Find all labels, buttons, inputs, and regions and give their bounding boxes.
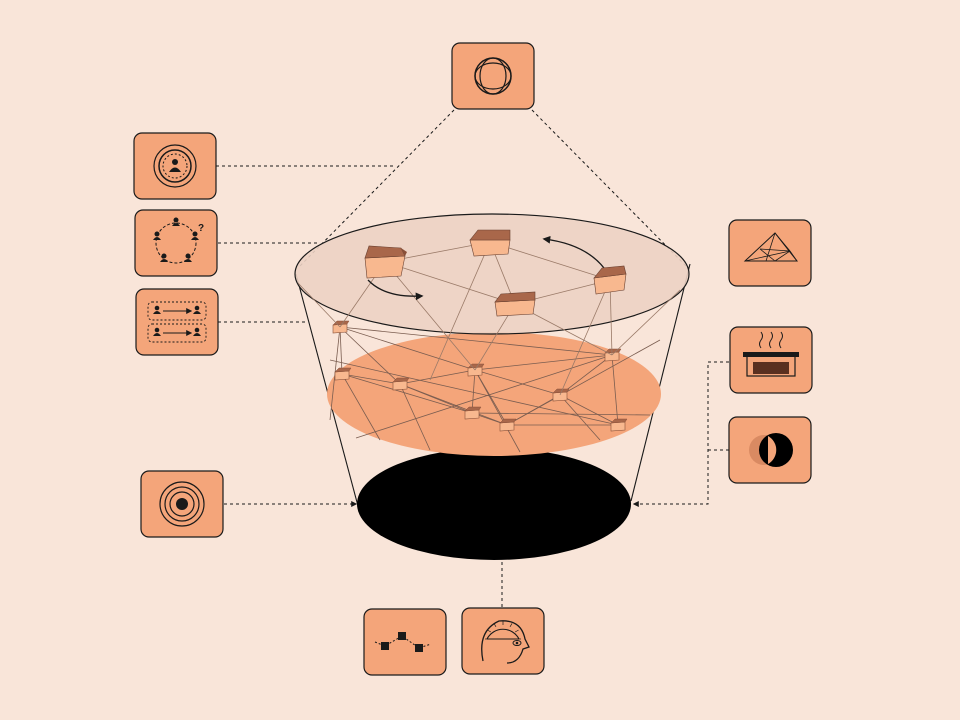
funnel-sides	[295, 263, 691, 507]
lower-node	[552, 388, 570, 402]
lower-node	[332, 320, 350, 334]
lower-node	[467, 363, 485, 377]
connector-top-right	[531, 109, 689, 269]
lower-node	[604, 348, 622, 362]
person-in-rings-icon	[133, 132, 217, 200]
head-with-protractor-icon	[461, 607, 545, 675]
top-disk	[294, 213, 690, 335]
top-node-3	[593, 265, 627, 295]
connector-lines	[216, 109, 729, 608]
top-node-2	[469, 229, 511, 257]
top-node-4	[494, 291, 536, 317]
lower-node	[610, 418, 628, 432]
triangulated-mesh-icon	[728, 219, 812, 287]
connector-right-bracket	[632, 361, 729, 507]
network-web	[329, 326, 661, 453]
base-disk	[357, 448, 631, 560]
connector-top-left	[297, 109, 455, 269]
intersecting-circles-icon	[451, 42, 535, 110]
concentric-target-icon	[140, 470, 224, 538]
rotation-arrow-right	[542, 235, 605, 269]
eclipse-icon	[728, 416, 812, 484]
people-circle-question-icon: ?	[134, 209, 218, 277]
rotation-arrows	[367, 235, 605, 301]
icon-tiles: ?	[133, 42, 813, 676]
lower-node	[392, 377, 410, 391]
paired-people-icon	[135, 288, 219, 356]
connected-squares-path-icon	[363, 608, 447, 676]
steaming-pot-icon	[729, 326, 813, 394]
svg-text:?: ?	[198, 223, 204, 234]
top-nodes	[364, 229, 627, 317]
lower-node	[499, 418, 517, 432]
top-node-1	[364, 245, 407, 279]
lower-nodes	[332, 320, 628, 432]
lower-node	[464, 406, 482, 420]
lower-node	[334, 367, 352, 381]
rotation-arrow-left	[367, 279, 424, 301]
